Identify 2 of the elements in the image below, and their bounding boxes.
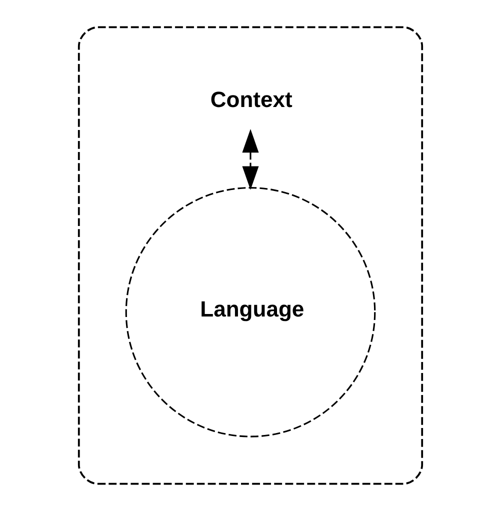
node-circle: Language bbox=[124, 187, 376, 438]
arrow bbox=[242, 128, 258, 190]
